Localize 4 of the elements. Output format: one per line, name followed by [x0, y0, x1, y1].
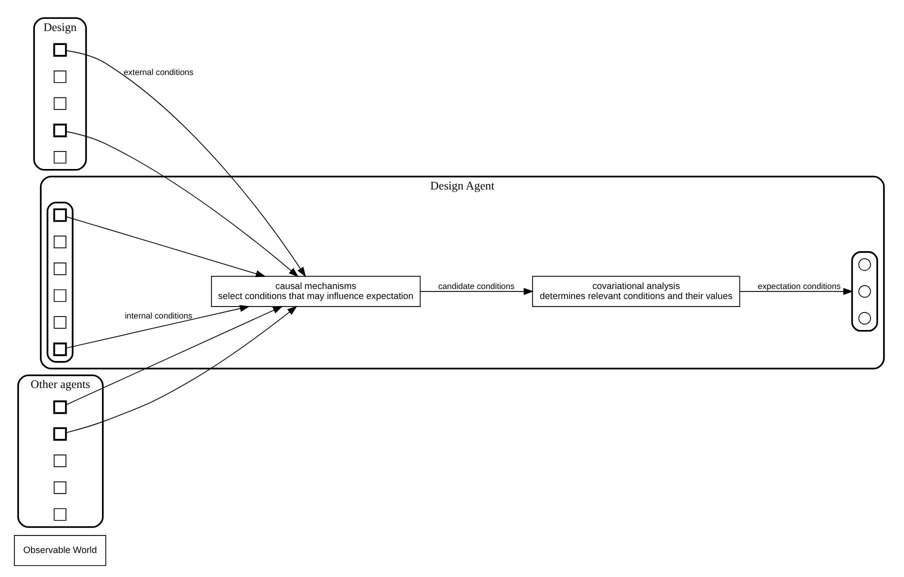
- edge-label: expectation conditions: [757, 280, 840, 291]
- edge-label: external conditions: [123, 67, 194, 78]
- edge-label: internal conditions: [124, 310, 192, 320]
- edge-label: candidate conditions: [438, 280, 514, 291]
